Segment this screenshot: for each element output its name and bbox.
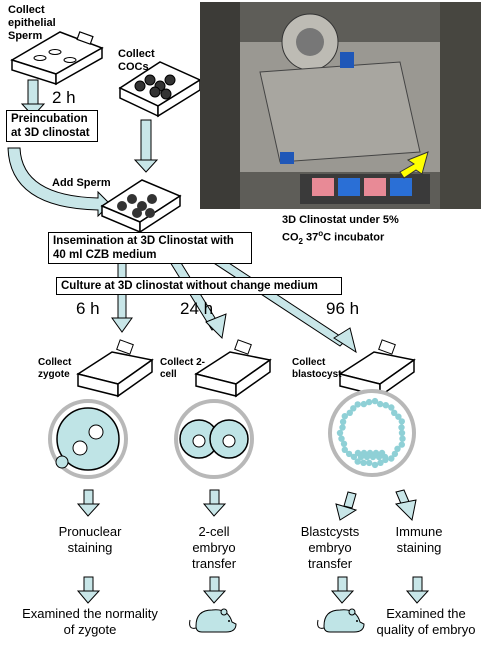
photo-caption-line2: CO2 37oC incubator [282, 229, 385, 246]
arrow-6h [111, 261, 133, 333]
down-arrow-2cell [202, 489, 227, 517]
add-sperm-arrow [7, 147, 111, 218]
down-arrow-pronuclear [76, 489, 101, 517]
down-arrow-immune [394, 489, 417, 522]
down-arrow-zygote-exam [76, 576, 101, 604]
blastomere-dot [365, 398, 373, 406]
blastocyst-icon [328, 389, 416, 477]
blastomere-dot [391, 450, 399, 458]
blastomere-dot [398, 429, 406, 437]
down-arrow-immune-exam [405, 576, 430, 604]
blastocyst-flask-icon [338, 339, 416, 398]
insemination-flask-icon [100, 179, 182, 234]
blastomere-dot [398, 424, 405, 431]
blastomere-dot [398, 418, 405, 425]
blastomere-dot [398, 441, 405, 448]
blastomere-dot [395, 413, 402, 420]
blastomere-dot [341, 413, 348, 420]
blastomere-dot [371, 461, 379, 469]
down-arrow-2cell-mouse [202, 576, 227, 604]
cocs-flask-icon [118, 61, 202, 118]
down-arrow-blast-mouse [330, 576, 355, 604]
blastomere-dot [388, 455, 395, 462]
mouse-icon [317, 608, 365, 633]
clinostat-photo [200, 2, 481, 209]
blastomere-dot [340, 440, 348, 447]
time-2h: 2 h [52, 88, 76, 107]
blastomere-dot [360, 400, 367, 408]
blastomere-dot [354, 401, 361, 408]
blastomere-dot [377, 400, 384, 408]
blastomere-dot [350, 453, 358, 461]
inner-cell-dot [381, 453, 389, 461]
embryo-outcome-label: Examined the quality of embryo [376, 606, 476, 637]
blastomere-dot [354, 458, 361, 465]
culture-box: Culture at 3D clinostat without change m… [56, 277, 342, 295]
preincubation-box: Preincubation at 3D clinostat [6, 110, 98, 142]
blastomere-dot [394, 445, 401, 452]
sperm-flask-icon [10, 31, 104, 86]
blastomere-dot [382, 402, 389, 409]
blastomere-dot [339, 424, 346, 431]
add-sperm-label: Add Sperm [52, 177, 111, 189]
two-cell-flask-icon [194, 339, 272, 398]
blastomere-dot [345, 450, 353, 458]
blastomere-dot [366, 459, 373, 467]
blastomere-dot [346, 409, 353, 416]
blastomere-dot [339, 418, 347, 425]
blastomere-dot [336, 429, 344, 437]
blastomere-dot [341, 446, 348, 453]
blastomere-dot [391, 409, 398, 416]
zygote-cell-icon [48, 399, 128, 479]
two-cell-embryo-icon [174, 399, 254, 479]
time-24h: 24 h [180, 299, 214, 318]
photo-caption: 3D Clinostat under 5% CO2 37oC incubator [282, 214, 399, 248]
time-6h: 6 h [76, 299, 100, 318]
blastomere-dot [377, 459, 384, 466]
arrow-24h [169, 257, 227, 340]
blastomere-dot [350, 405, 357, 412]
blastomere-dot [399, 435, 406, 442]
collect-sperm-label: Collect epithelial Sperm [8, 4, 56, 42]
blastomere-dot [388, 404, 395, 411]
photo-caption-line1: 3D Clinostat under 5% [282, 214, 399, 226]
zygote-flask-icon [76, 339, 154, 398]
immune-staining-label: Immune staining [395, 524, 443, 555]
zygote-outcome-label: Examined the normality of zygote [22, 606, 158, 637]
blast-transfer-label: Blastcysts embryo transfer [300, 524, 360, 571]
blastomere-dot [371, 397, 379, 405]
collect-2cell-label: Collect 2-cell [160, 357, 206, 380]
mouse-icon [189, 608, 237, 633]
pronuclear-staining-label: Pronuclear staining [58, 524, 122, 555]
collect-cocs-label: Collect COCs [118, 48, 155, 73]
blastomere-dot [338, 435, 345, 442]
blastomere-dot [360, 459, 367, 466]
time-96h: 96 h [326, 299, 360, 318]
down-arrow-cocs [133, 119, 159, 173]
two-cell-transfer-label: 2-cell embryo transfer [191, 524, 237, 571]
collect-zygote-label: Collect zygote [38, 357, 72, 380]
down-arrow-blast-transfer [335, 491, 358, 521]
collect-blastocyst-label: Collect blastocyst [292, 357, 342, 380]
insemination-box: Insemination at 3D Clinostat with 40 ml … [48, 232, 252, 264]
